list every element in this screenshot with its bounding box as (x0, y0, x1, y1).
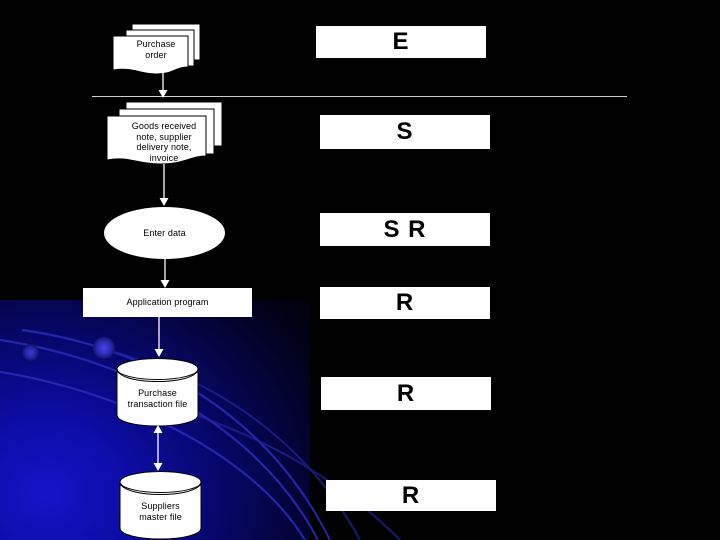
label-line: invoice (149, 152, 179, 163)
node-enter-data[interactable]: Enter data (104, 207, 225, 259)
node-purchase-order[interactable]: Purchase order (110, 22, 202, 80)
connector-program-to-transaction-file (154, 317, 164, 357)
node-purchase-order-label: Purchase order (110, 39, 202, 60)
node-goods-received-note[interactable]: Goods received note, supplier delivery n… (104, 100, 224, 172)
node-purchase-transaction-file[interactable]: Purchase transaction file (116, 357, 199, 427)
label-line: delivery note, (136, 142, 192, 153)
node-goods-received-note-label: Goods received note, supplier delivery n… (104, 121, 224, 163)
node-application-program[interactable]: Application program (83, 288, 252, 317)
annotation-bar-r-3[interactable]: R (326, 480, 496, 511)
node-enter-data-label: Enter data (143, 228, 186, 239)
node-purchase-transaction-file-label: Purchase transaction file (116, 388, 199, 409)
label-line: Application program (126, 297, 209, 308)
annotation-bar-s[interactable]: S (320, 115, 490, 149)
label-line: note, supplier (136, 131, 192, 142)
node-suppliers-master-file[interactable]: Suppliers master file (119, 470, 202, 540)
connector-enter-data-to-program (160, 256, 170, 288)
label-line: Purchase (136, 39, 176, 49)
label-line: Goods received (131, 121, 197, 131)
background-dot-small (22, 344, 39, 361)
label-line: order (145, 49, 167, 60)
annotation-bar-r-1[interactable]: R (320, 287, 490, 319)
label-line: transaction file (127, 398, 188, 409)
annotation-bar-e[interactable]: E (316, 26, 486, 58)
label-line: Purchase (138, 388, 177, 398)
label-line: Enter data (143, 227, 186, 238)
annotation-bar-sr[interactable]: S R (320, 213, 490, 246)
node-application-program-label: Application program (127, 297, 209, 308)
horizontal-separator-line (92, 96, 627, 97)
annotation-bar-r-2[interactable]: R (321, 377, 491, 410)
label-line: Suppliers (141, 501, 180, 511)
background-dot-large (93, 337, 115, 359)
label-line: master file (139, 511, 182, 522)
node-suppliers-master-file-label: Suppliers master file (119, 501, 202, 522)
connector-transaction-to-master-file (153, 425, 163, 471)
